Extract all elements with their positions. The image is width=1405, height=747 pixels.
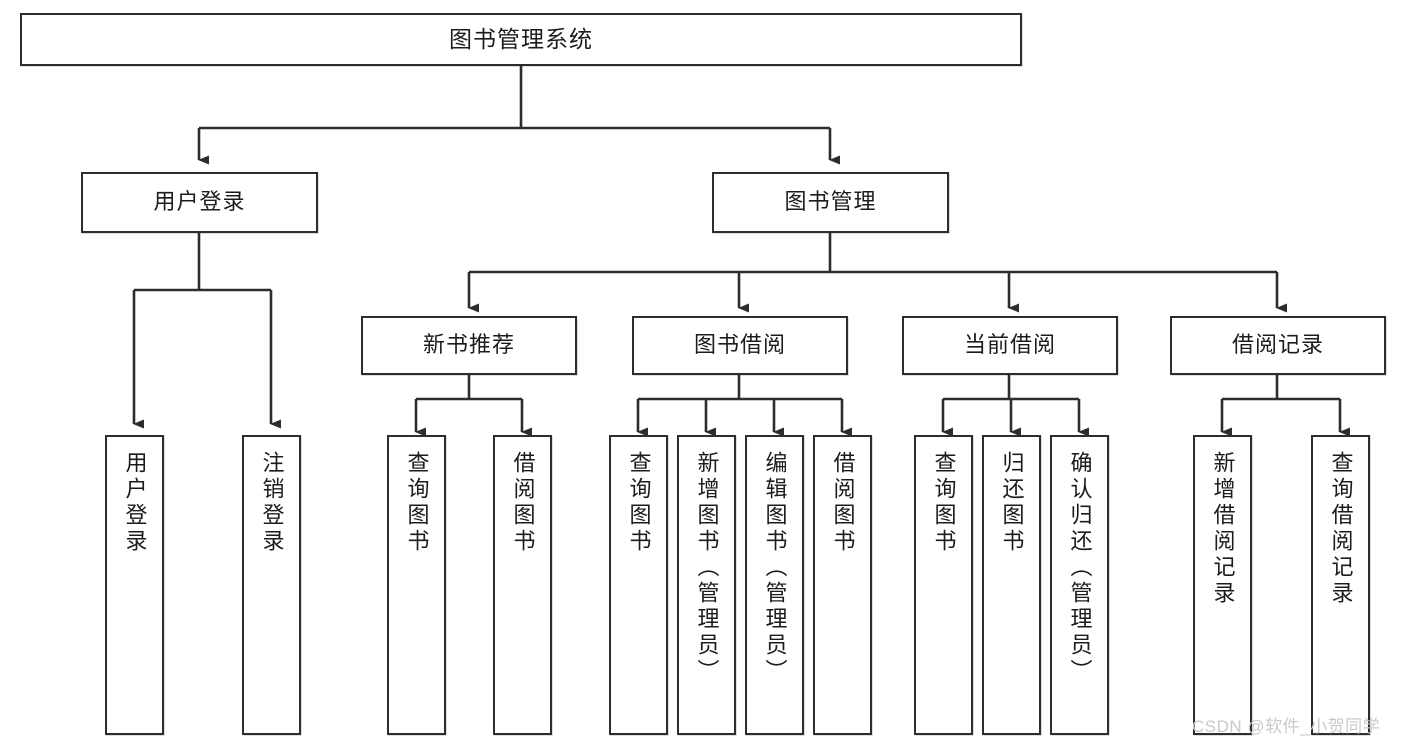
node-label: 新书推荐 bbox=[422, 332, 515, 358]
node-book-management[interactable]: 图书管理 bbox=[712, 172, 949, 233]
node-label: 编辑图书（管理员） bbox=[762, 451, 788, 685]
node-label: 借阅记录 bbox=[1231, 332, 1324, 358]
leaf-current-borrow-query[interactable]: 查询图书 bbox=[914, 435, 973, 735]
node-label: 归还图书 bbox=[999, 451, 1025, 555]
watermark-text: CSDN @软件_小贺同学 bbox=[1192, 717, 1381, 736]
leaf-borrow-record-add[interactable]: 新增借阅记录 bbox=[1193, 435, 1252, 735]
leaf-new-book-query[interactable]: 查询图书 bbox=[387, 435, 446, 735]
node-label: 用户登录 bbox=[153, 189, 246, 215]
node-label: 图书管理 bbox=[784, 189, 877, 215]
node-book-borrow[interactable]: 图书借阅 bbox=[632, 316, 848, 375]
node-label: 查询图书 bbox=[626, 451, 652, 555]
node-label: 用户登录 bbox=[122, 451, 148, 555]
node-label: 当前借阅 bbox=[963, 332, 1056, 358]
node-label: 确认归还（管理员） bbox=[1067, 451, 1093, 685]
node-label: 借阅图书 bbox=[510, 451, 536, 555]
node-label: 借阅图书 bbox=[830, 451, 856, 555]
node-user-login[interactable]: 用户登录 bbox=[81, 172, 318, 233]
node-new-book-recommend[interactable]: 新书推荐 bbox=[361, 316, 577, 375]
node-label: 查询图书 bbox=[931, 451, 957, 555]
leaf-book-borrow-borrow[interactable]: 借阅图书 bbox=[813, 435, 872, 735]
node-label: 注销登录 bbox=[259, 451, 285, 555]
leaf-book-borrow-edit[interactable]: 编辑图书（管理员） bbox=[745, 435, 804, 735]
leaf-user-login-login[interactable]: 用户登录 bbox=[105, 435, 164, 735]
leaf-user-login-logout[interactable]: 注销登录 bbox=[242, 435, 301, 735]
leaf-current-borrow-return[interactable]: 归还图书 bbox=[982, 435, 1041, 735]
node-borrow-record[interactable]: 借阅记录 bbox=[1170, 316, 1386, 375]
node-label: 查询借阅记录 bbox=[1328, 451, 1354, 607]
node-current-borrow[interactable]: 当前借阅 bbox=[902, 316, 1118, 375]
node-label: 图书管理系统 bbox=[449, 25, 593, 52]
node-label: 图书借阅 bbox=[693, 332, 786, 358]
leaf-borrow-record-query[interactable]: 查询借阅记录 bbox=[1311, 435, 1370, 735]
node-label: 新增借阅记录 bbox=[1210, 451, 1236, 607]
leaf-book-borrow-add[interactable]: 新增图书（管理员） bbox=[677, 435, 736, 735]
node-root-system[interactable]: 图书管理系统 bbox=[20, 13, 1022, 66]
leaf-book-borrow-query[interactable]: 查询图书 bbox=[609, 435, 668, 735]
leaf-current-borrow-confirm-return[interactable]: 确认归还（管理员） bbox=[1050, 435, 1109, 735]
leaf-new-book-borrow[interactable]: 借阅图书 bbox=[493, 435, 552, 735]
node-label: 新增图书（管理员） bbox=[694, 451, 720, 685]
node-label: 查询图书 bbox=[404, 451, 430, 555]
